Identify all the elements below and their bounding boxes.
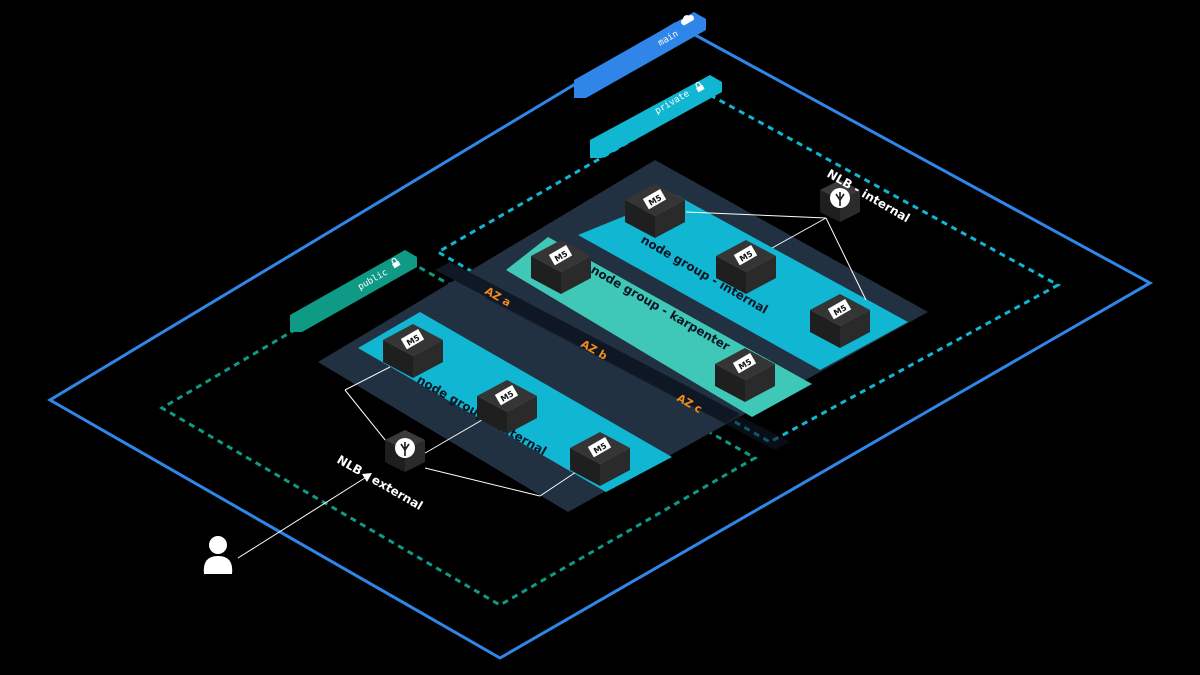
public-tab: public [290, 250, 417, 332]
server-karpenter-2: M5 [715, 348, 775, 402]
server-external-2: M5 [477, 380, 537, 434]
load-balancer-icon [395, 438, 415, 458]
server-internal-2: M5 [716, 240, 776, 294]
cloud-icon [681, 15, 695, 26]
nlb-internal [820, 180, 860, 222]
nlb-external [385, 430, 425, 472]
lock-icon [695, 81, 705, 93]
private-tab: private [590, 75, 722, 158]
main-tab: main [574, 12, 706, 98]
server-external-1: M5 [383, 324, 443, 378]
load-balancer-icon [830, 188, 850, 208]
user-connection [237, 473, 372, 559]
external-nlb-connections [344, 366, 583, 497]
internal-nlb-connections [685, 211, 867, 301]
az-separator-b [485, 290, 790, 450]
server-internal-1: M5 [625, 184, 685, 238]
lock-icon [391, 257, 401, 269]
server-karpenter-1: M5 [531, 240, 591, 294]
main-vpc-boundary [47, 22, 1154, 660]
user-icon [203, 536, 233, 574]
private-subnet-boundary [434, 93, 1062, 444]
server-internal-3: M5 [810, 294, 870, 348]
server-external-3: M5 [570, 432, 630, 486]
